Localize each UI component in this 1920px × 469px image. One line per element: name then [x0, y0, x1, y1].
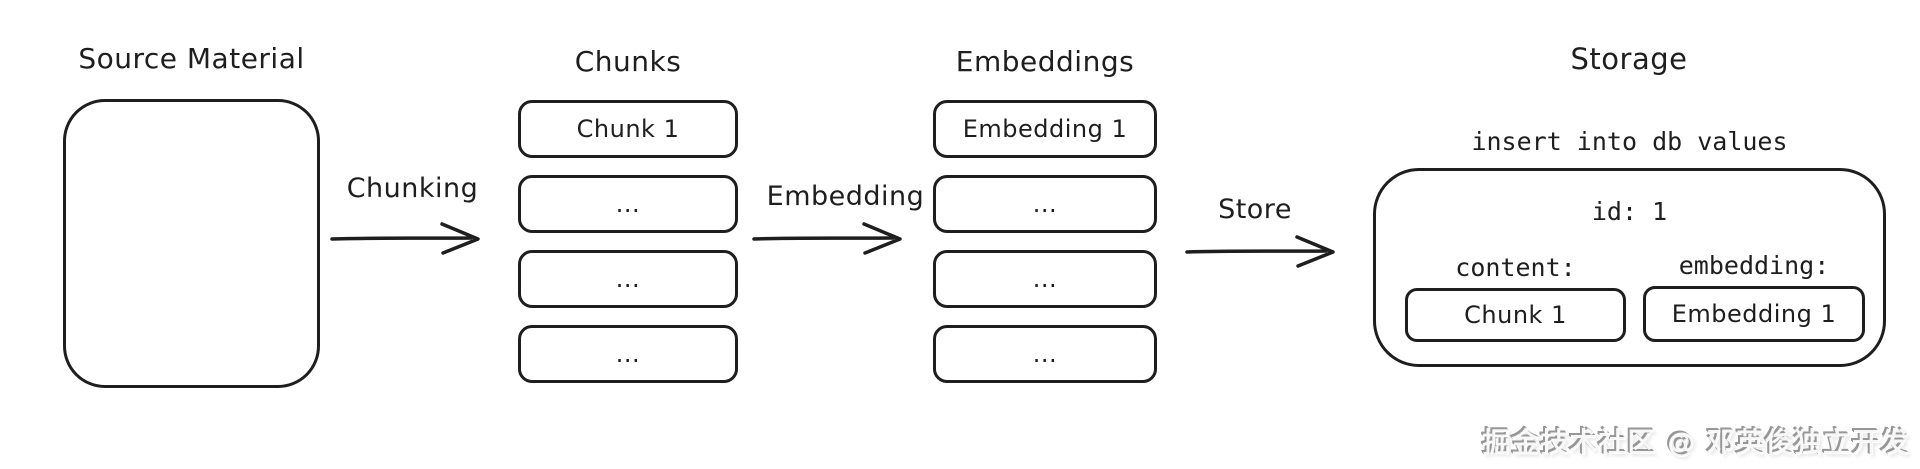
chunking-label: Chunking — [346, 173, 479, 204]
chunk-box-label: ... — [615, 265, 641, 293]
chunk-box-label: Chunk 1 — [576, 115, 680, 143]
chunks-title: Chunks — [574, 45, 682, 78]
source-material-box — [63, 99, 320, 388]
chunk-box-label: ... — [615, 340, 641, 368]
record-embedding-label: embedding: — [1678, 251, 1830, 280]
store-label: Store — [1218, 194, 1292, 225]
record-content-value: Chunk 1 — [1464, 301, 1567, 329]
embedding-box: ... — [933, 325, 1157, 383]
embedding-box-label: ... — [1032, 265, 1058, 293]
embedding-box: ... — [933, 250, 1157, 308]
record-embedding-value-box: Embedding 1 — [1643, 286, 1865, 342]
chunk-box: ... — [518, 175, 738, 233]
record-content-label: content: — [1455, 253, 1576, 282]
embedding-box-label: Embedding 1 — [962, 115, 1128, 143]
embedding-box-label: ... — [1032, 190, 1058, 218]
embeddings-title: Embeddings — [955, 45, 1135, 78]
storage-code-line: insert into db values — [1471, 127, 1788, 156]
record-embedding-value: Embedding 1 — [1671, 300, 1837, 328]
embedding-box-label: ... — [1032, 340, 1058, 368]
record-id-line: id: 1 — [1591, 197, 1668, 226]
embedding-box: Embedding 1 — [933, 100, 1157, 158]
chunk-box: Chunk 1 — [518, 100, 738, 158]
watermark: 掘金技术社区 @ 邓英俊独立开发 — [1482, 426, 1910, 459]
storage-record-box: id: 1 content: embedding: Chunk 1 Embedd… — [1373, 168, 1886, 367]
embedding-flow-label: Embedding — [766, 181, 925, 212]
store-arrow-icon — [1183, 233, 1355, 269]
embedding-box: ... — [933, 175, 1157, 233]
record-content-value-box: Chunk 1 — [1405, 288, 1626, 342]
embedding-arrow-icon — [750, 220, 922, 256]
chunk-box-label: ... — [615, 190, 641, 218]
chunking-arrow-icon — [328, 220, 500, 256]
source-material-title: Source Material — [78, 42, 305, 75]
storage-title: Storage — [1570, 42, 1688, 76]
chunk-box: ... — [518, 325, 738, 383]
chunk-box: ... — [518, 250, 738, 308]
